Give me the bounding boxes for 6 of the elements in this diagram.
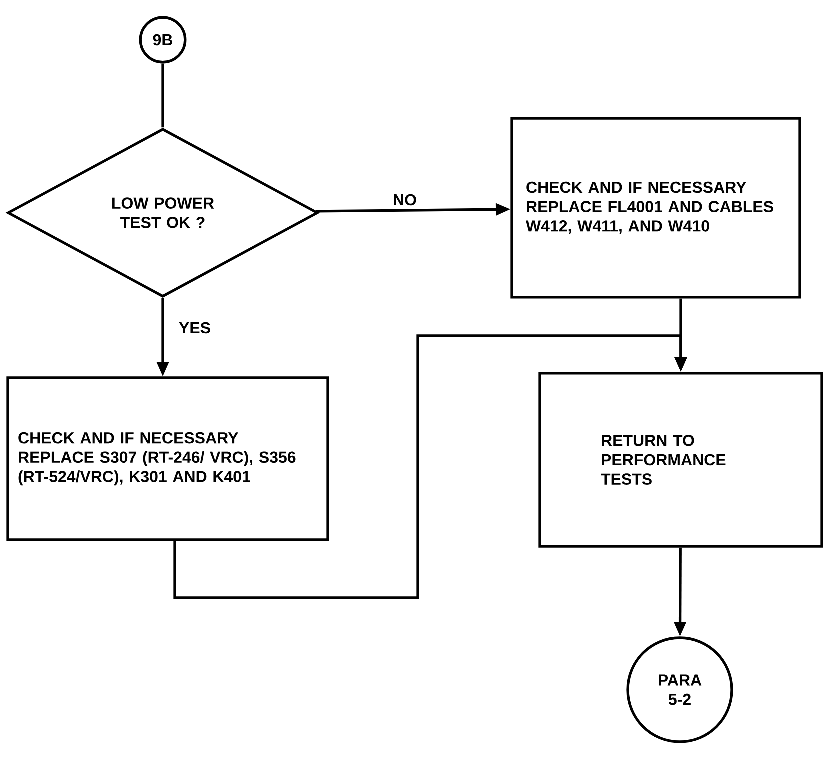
arrow <box>174 334 688 600</box>
edge-label: NO <box>392 193 418 207</box>
process-box: CHECK AND IF NECESSARY REPLACE S307 (RT-246/ VRC), S356 (RT-524/VRC), K301 AND K401 <box>6 376 330 542</box>
process-box: RETURN TO PERFORMANCE TESTS <box>538 372 824 548</box>
edge-label: YES <box>178 321 212 335</box>
process-box: CHECK AND IF NECESSARY REPLACE FL4001 AND CABLES W412, W411, AND W410 <box>510 117 802 299</box>
